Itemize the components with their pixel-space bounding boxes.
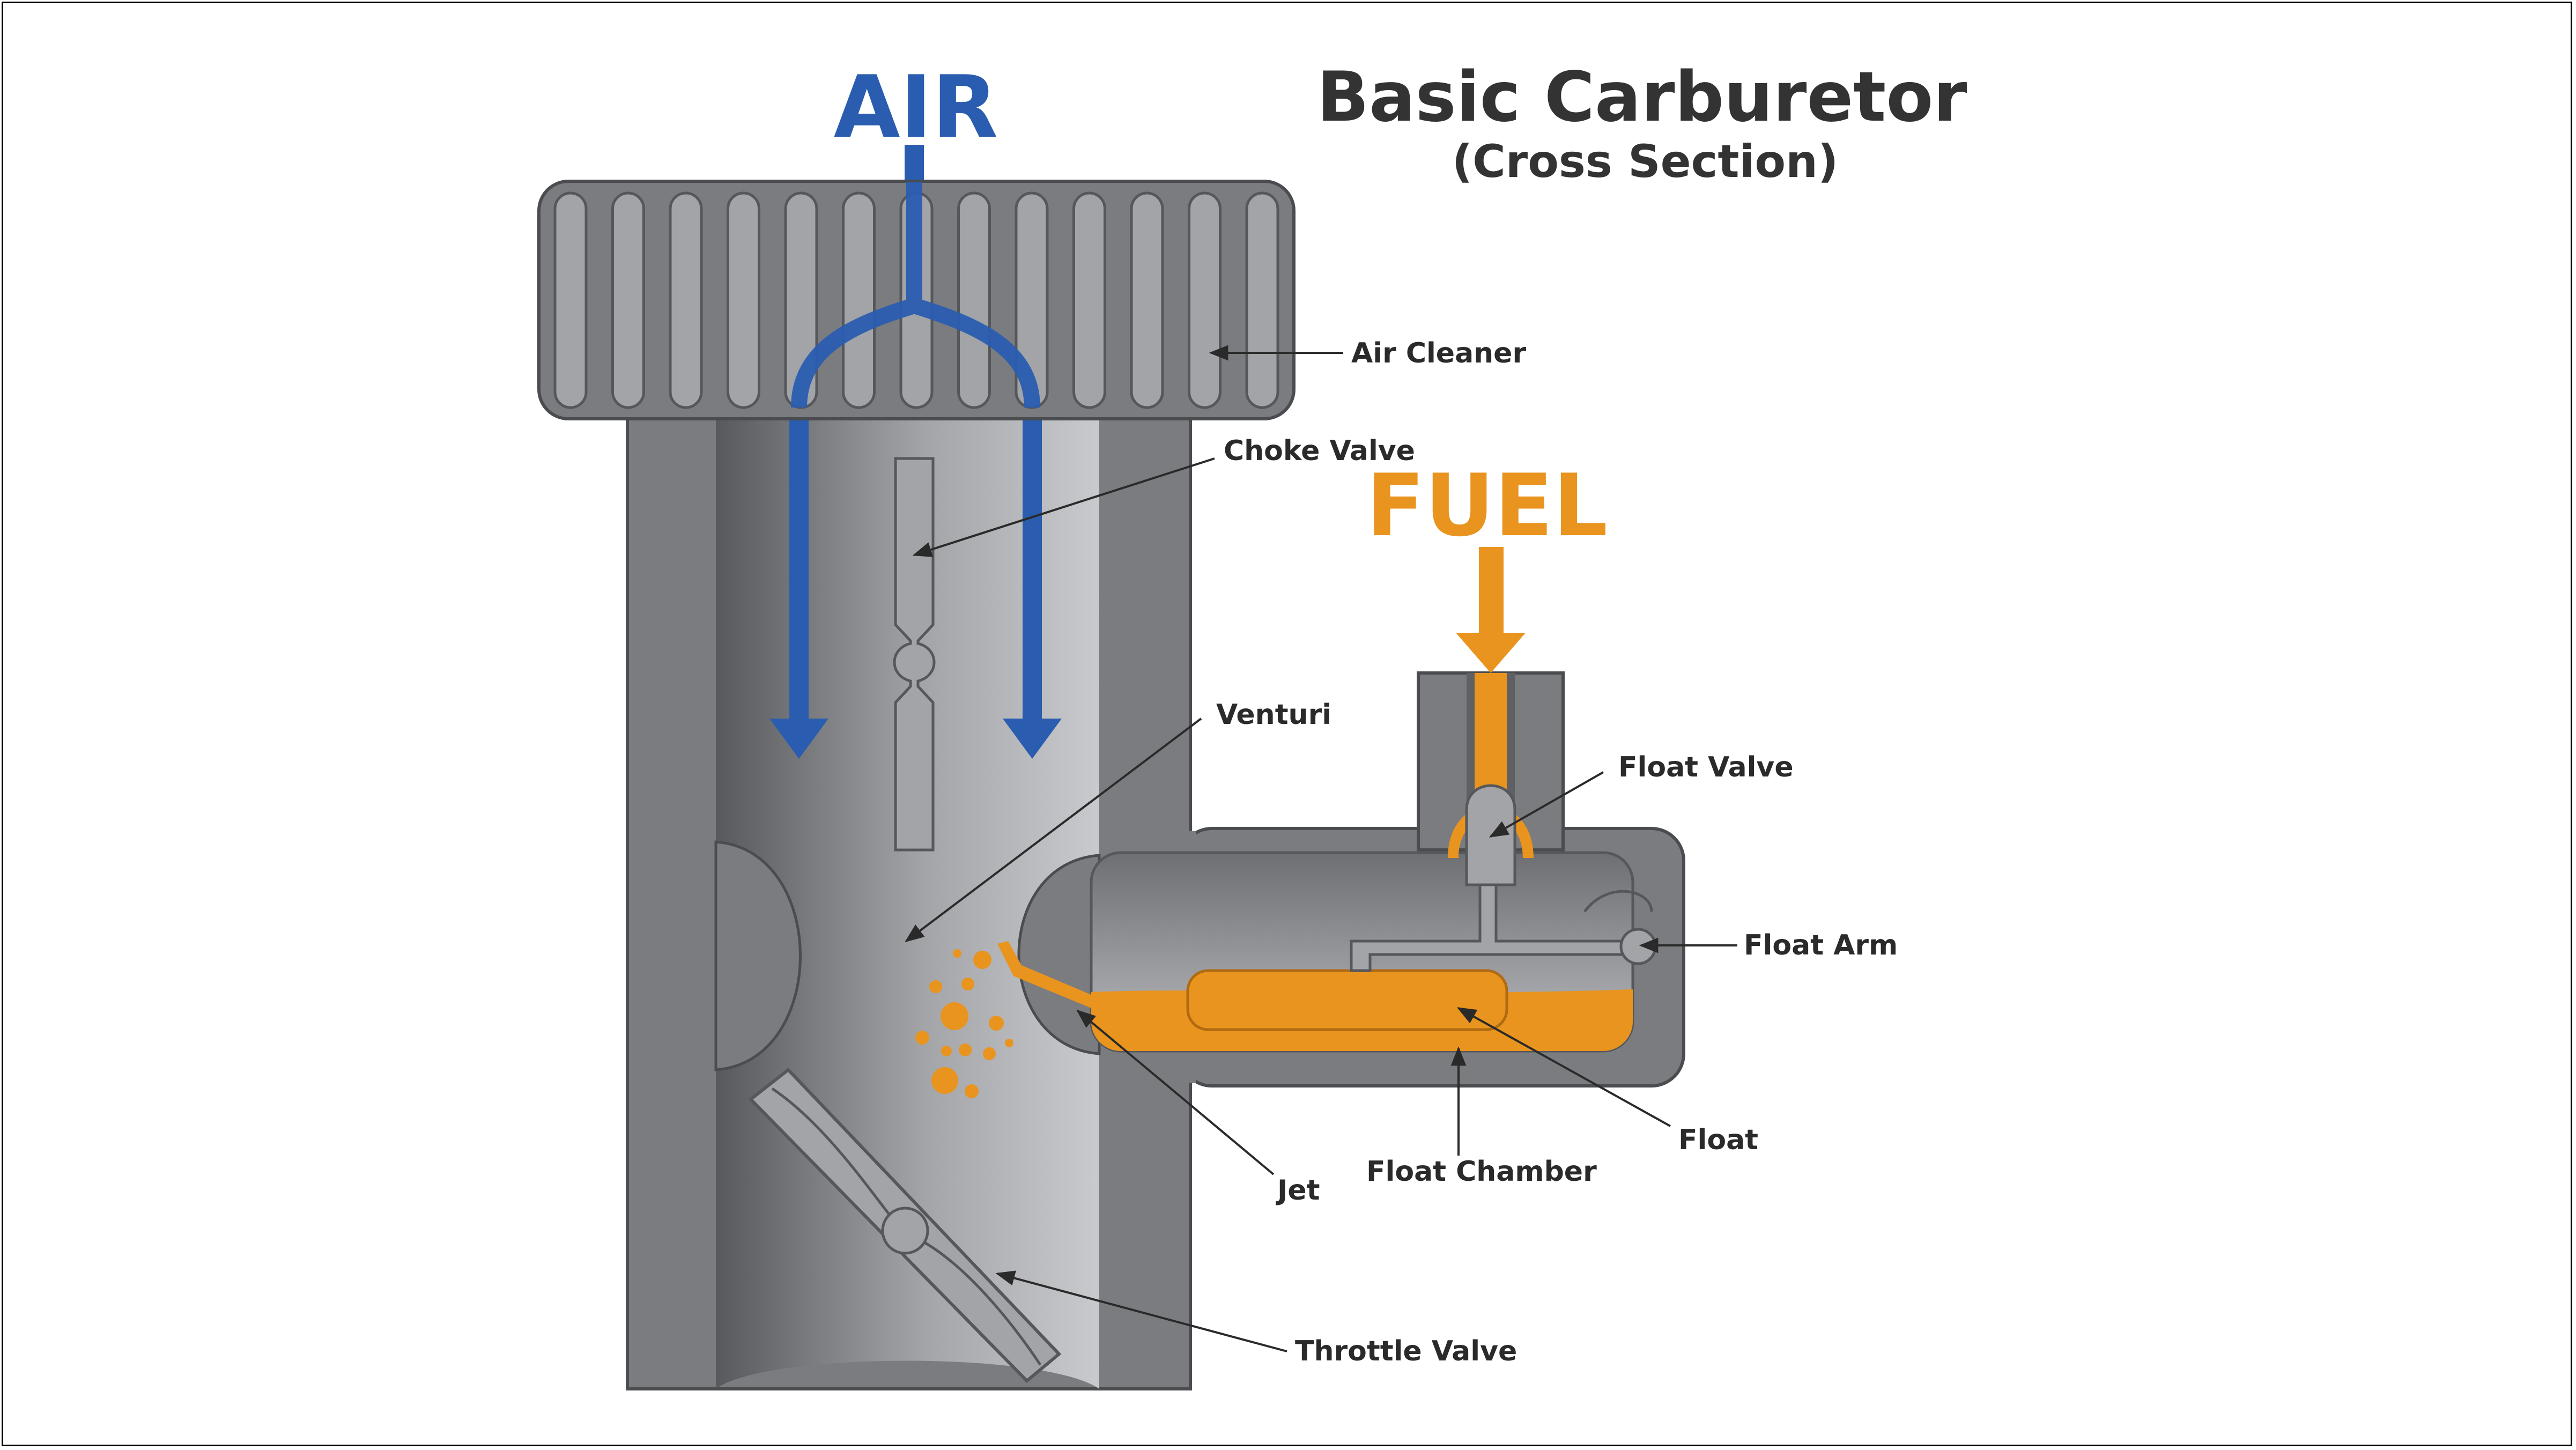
air-cleaner-fin bbox=[727, 191, 760, 409]
label-float: Float bbox=[1678, 1124, 1758, 1156]
float-assembly bbox=[1186, 784, 1657, 1031]
float-arm bbox=[1350, 883, 1626, 972]
air-cleaner-fin bbox=[1072, 191, 1106, 409]
choke-valve bbox=[893, 457, 936, 852]
air-cleaner-fin bbox=[1188, 191, 1222, 409]
air-label: AIR bbox=[834, 57, 998, 157]
label-float-valve: Float Valve bbox=[1618, 751, 1794, 783]
fuel-inlet-stream bbox=[1475, 673, 1507, 796]
air-cleaner-fin bbox=[1130, 191, 1164, 409]
fuel-feed-line bbox=[997, 941, 1091, 1008]
air-cleaner-fin bbox=[553, 191, 588, 409]
diagram-subtitle: (Cross Section) bbox=[1452, 135, 1839, 188]
fuel-droplets bbox=[915, 949, 1013, 1098]
leader-lines bbox=[905, 345, 1737, 1352]
label-choke-valve: Choke Valve bbox=[1224, 435, 1415, 467]
air-cleaner-fin bbox=[669, 191, 703, 409]
label-float-chamber: Float Chamber bbox=[1366, 1156, 1597, 1188]
air-cleaner bbox=[537, 180, 1296, 420]
float bbox=[1186, 969, 1508, 1031]
air-arrowheads bbox=[769, 719, 1062, 759]
float-valve bbox=[1465, 784, 1516, 886]
label-throttle-valve: Throttle Valve bbox=[1295, 1335, 1517, 1367]
label-air-cleaner: Air Cleaner bbox=[1351, 337, 1526, 369]
venturi-left-bulge bbox=[714, 840, 802, 1071]
air-cleaner-fin bbox=[957, 191, 991, 409]
label-venturi: Venturi bbox=[1216, 699, 1331, 731]
fuel-label: FUEL bbox=[1366, 455, 1608, 556]
label-jet: Jet bbox=[1276, 1174, 1320, 1207]
diagram-title: Basic Carburetor bbox=[1317, 57, 1967, 137]
air-cleaner-fin bbox=[842, 191, 876, 409]
fuel-inlet-arrow bbox=[1456, 547, 1526, 673]
label-float-arm: Float Arm bbox=[1744, 929, 1898, 961]
air-cleaner-fin bbox=[1245, 191, 1279, 409]
throttle-valve bbox=[748, 1067, 1062, 1384]
part-labels: Air Cleaner Choke Valve Venturi Float Va… bbox=[1216, 337, 1898, 1367]
venturi-right-bulge bbox=[1017, 854, 1101, 1055]
air-cleaner-fin bbox=[611, 191, 645, 409]
